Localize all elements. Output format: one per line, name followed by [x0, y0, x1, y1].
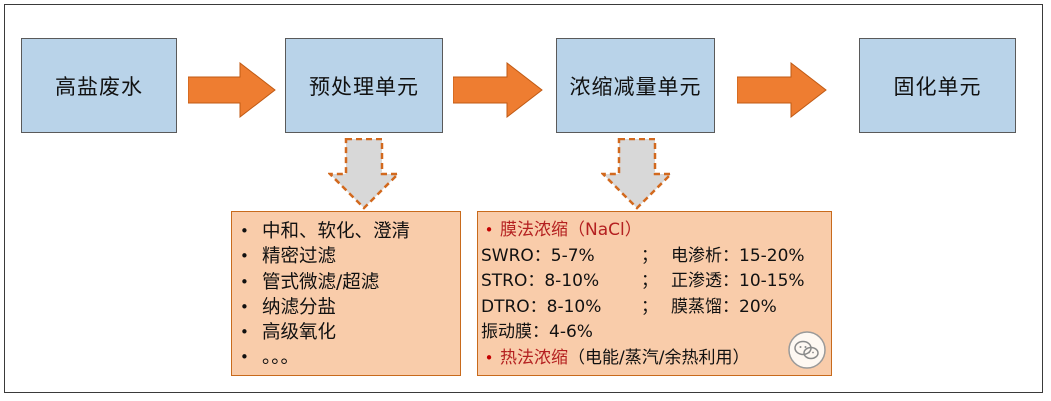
row-right: 正渗透：10-15% [671, 271, 805, 292]
bullet-icon: • [484, 221, 494, 239]
wechat-watermark-icon [788, 331, 826, 369]
list-item: 管式微滤/超滤 [232, 270, 460, 296]
row-left: DTRO：8-10% [481, 296, 602, 317]
flow-arrow-3 [737, 62, 827, 118]
row-separator: ； [641, 296, 658, 317]
stage-concentration: 浓缩减量单元 [556, 38, 715, 133]
row-right: 电渗析：15-20% [671, 245, 805, 266]
membrane-heading: 膜法浓缩（NaCl） [500, 220, 642, 240]
stage-high-salt-wastewater: 高盐废水 [21, 38, 177, 133]
down-arrow-pretreatment [328, 138, 400, 210]
row-right: 膜蒸馏：20% [671, 296, 777, 317]
thermal-heading-line: • 热法浓缩 （电能/蒸汽/余热利用） [478, 346, 831, 372]
down-arrow-concentration [601, 138, 673, 210]
table-row: SWRO：5-7% ； 电渗析：15-20% [478, 244, 831, 270]
row-separator: ； [641, 271, 658, 292]
table-row: DTRO：8-10% ； 膜蒸馏：20% [478, 295, 831, 321]
stage-pretreatment: 预处理单元 [285, 38, 443, 133]
pretreatment-list: 中和、软化、澄清 精密过滤 管式微滤/超滤 纳滤分盐 高级氧化 。。。 [232, 219, 460, 371]
stage-label: 固化单元 [893, 74, 982, 99]
bullet-icon: • [484, 348, 494, 367]
pretreatment-detail-box: 中和、软化、澄清 精密过滤 管式微滤/超滤 纳滤分盐 高级氧化 。。。 [231, 211, 461, 376]
row-left: SWRO：5-7% [481, 245, 595, 266]
row-separator: ； [641, 245, 658, 266]
vibration-membrane-text: 振动膜：4-6% [481, 322, 593, 343]
list-item: 精密过滤 [232, 244, 460, 270]
membrane-heading-line: • 膜法浓缩（NaCl） [478, 218, 831, 244]
vibration-membrane-line: 振动膜：4-6% [478, 320, 831, 346]
table-row: STRO：8-10% ； 正渗透：10-15% [478, 269, 831, 295]
stage-solidification: 固化单元 [859, 38, 1016, 133]
list-item: 纳滤分盐 [232, 295, 460, 321]
stage-label: 高盐废水 [55, 74, 143, 99]
stage-label: 浓缩减量单元 [569, 74, 702, 99]
thermal-heading: 热法浓缩 [500, 347, 568, 368]
list-item: 中和、软化、澄清 [232, 219, 460, 245]
thermal-note: （电能/蒸汽/余热利用） [568, 347, 750, 368]
row-left: STRO：8-10% [481, 271, 600, 292]
flow-arrow-1 [188, 62, 276, 118]
concentration-detail-box: • 膜法浓缩（NaCl） SWRO：5-7% ； 电渗析：15-20% STRO… [477, 211, 832, 376]
flow-arrow-2 [453, 62, 543, 118]
stage-label: 预处理单元 [309, 74, 419, 99]
list-item: 高级氧化 [232, 320, 460, 346]
list-item: 。。。 [232, 345, 460, 371]
